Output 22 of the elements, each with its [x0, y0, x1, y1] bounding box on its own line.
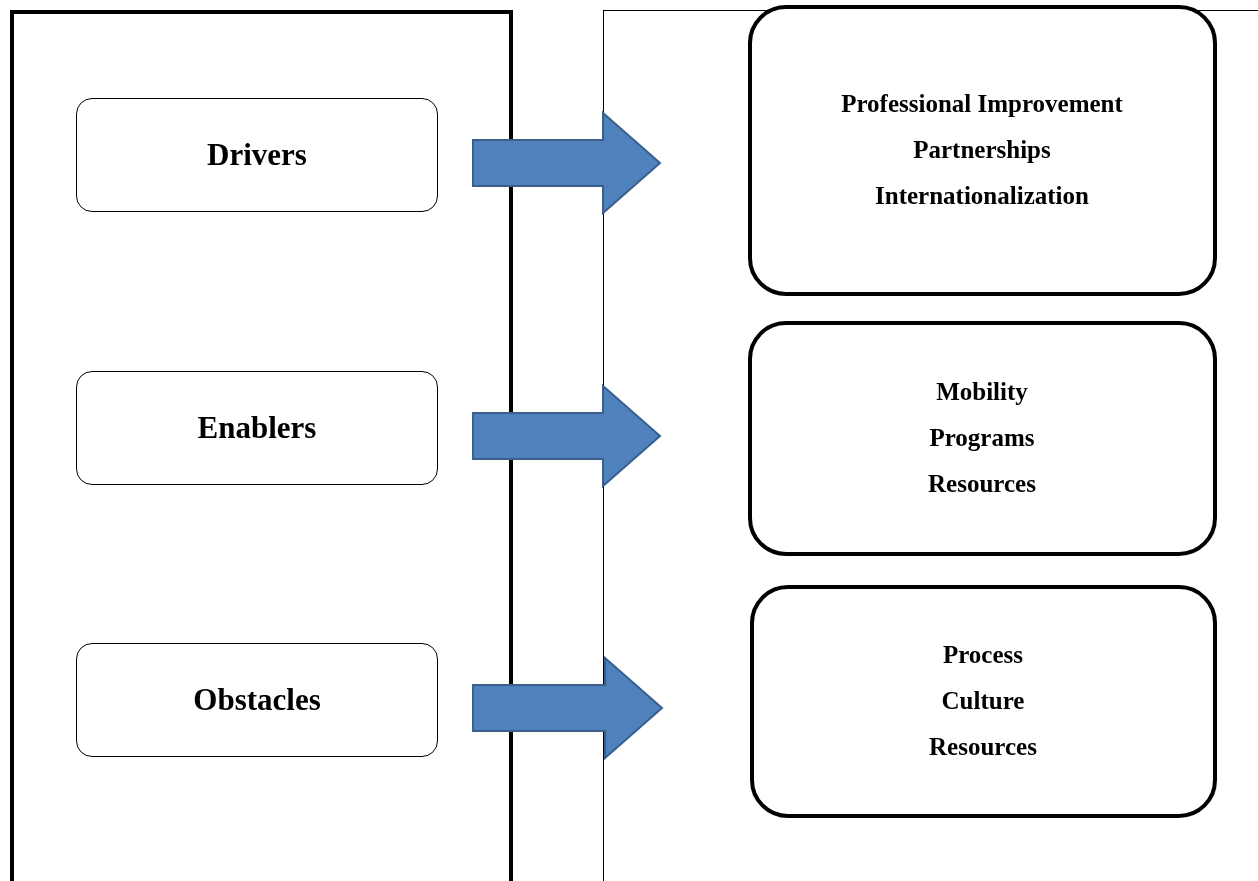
list-item: Programs	[929, 424, 1035, 452]
block-arrow	[472, 383, 662, 489]
list-item: Process	[942, 641, 1024, 669]
list-item: Internationalization	[875, 182, 1089, 210]
list-item: Professional Improvement	[841, 90, 1123, 118]
rounded-box	[749, 584, 1217, 818]
box-label: Enablers	[197, 410, 317, 446]
box-label: Drivers	[207, 137, 307, 173]
panel	[10, 10, 513, 881]
list-item: Culture	[941, 687, 1025, 715]
rounded-box	[76, 643, 438, 757]
rounded-box	[76, 371, 438, 485]
box-label: Obstacles	[193, 682, 321, 718]
list-item: Resources	[928, 470, 1036, 498]
list-item: Mobility	[936, 378, 1028, 406]
block-arrow	[472, 655, 664, 761]
list-item: Resources	[929, 733, 1037, 761]
rounded-box	[76, 98, 438, 212]
block-arrow	[472, 110, 662, 216]
rounded-box	[747, 320, 1217, 556]
rounded-box	[747, 4, 1217, 296]
list-item: Partnerships	[913, 136, 1051, 164]
